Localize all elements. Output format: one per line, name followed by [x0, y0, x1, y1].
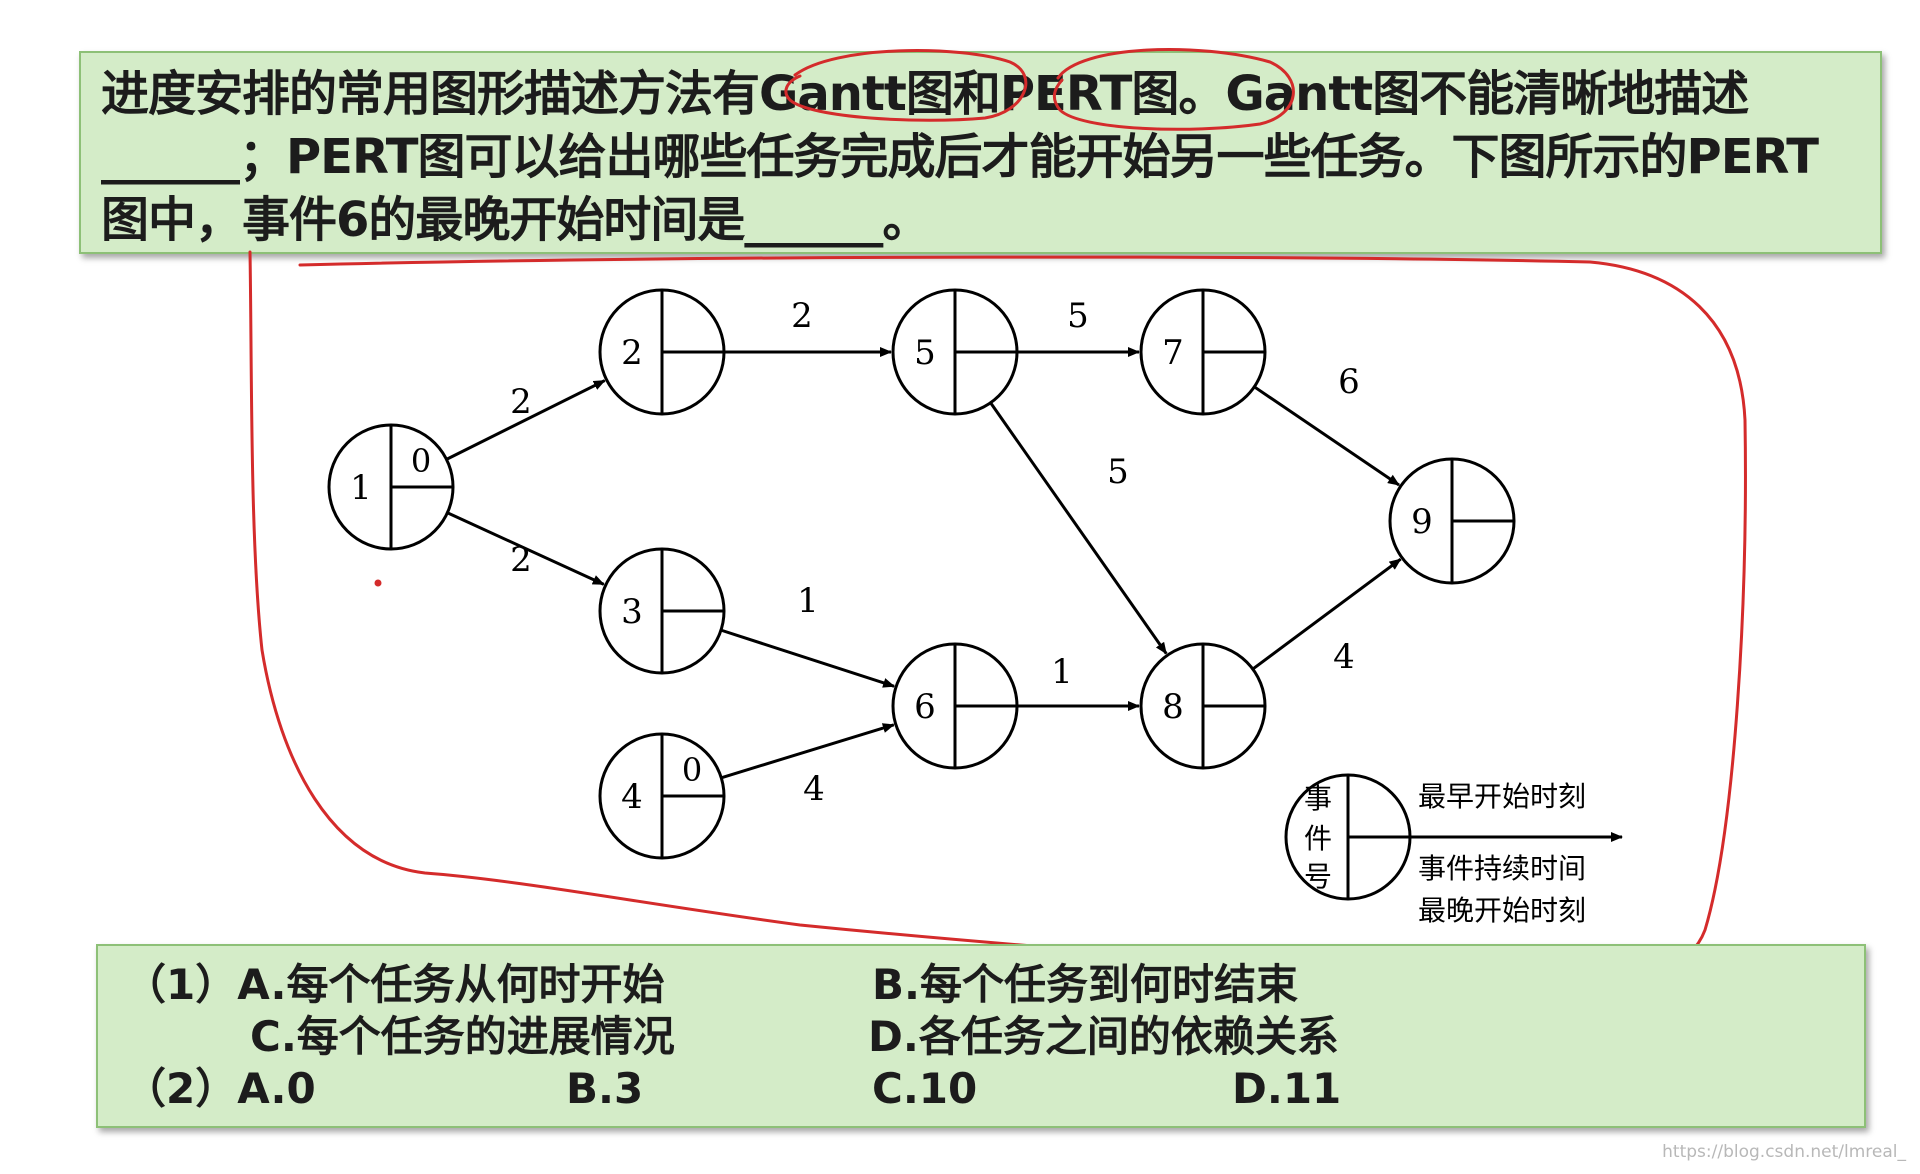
edge-label-5-7: 5 [1067, 296, 1089, 336]
edge-label-1-2: 2 [510, 382, 532, 422]
watermark: https://blog.csdn.net/lmreal_ [1662, 1142, 1906, 1162]
node-9: 9 [1388, 457, 1516, 585]
edges-layer: 2 2 2 1 4 5 5 1 6 4 [445, 296, 1402, 809]
legend-earliest-label: 最早开始时刻 [1418, 780, 1586, 813]
edge-label-5-8: 5 [1107, 452, 1129, 492]
edge-5-8 [989, 401, 1168, 655]
legend-latest-label: 最晚开始时刻 [1418, 894, 1586, 927]
node-label-3: 3 [621, 592, 643, 632]
edge-1-2 [445, 379, 606, 461]
legend-node-char-2: 件 [1304, 822, 1332, 855]
node-label-6: 6 [914, 687, 936, 727]
node-2: 2 [598, 288, 726, 416]
edge-label-2-5: 2 [791, 296, 813, 336]
legend-duration-label: 事件持续时间 [1418, 852, 1586, 885]
annotation-dot [374, 579, 382, 587]
q2-option-a: （2）A.0 [124, 1064, 316, 1113]
q1-option-a: （1）A.每个任务从何时开始 [124, 960, 665, 1009]
options-box: （1）A.每个任务从何时开始 B.每个任务到何时结束 C.每个任务的进展情况 D… [96, 944, 1866, 1128]
q1-option-d: D.各任务之间的依赖关系 [868, 1012, 1339, 1061]
q1-option-b: B.每个任务到何时结束 [872, 960, 1298, 1009]
q2-option-b: B.3 [566, 1064, 644, 1113]
node-top-value-1: 0 [411, 442, 431, 480]
q2-option-d: D.11 [1232, 1064, 1342, 1113]
edge-1-3 [446, 511, 605, 586]
annotation-circle-gantt [784, 49, 1028, 122]
edge-label-4-6: 4 [803, 769, 825, 809]
edge-4-6 [720, 723, 895, 780]
question-box: 进度安排的常用图形描述方法有Gantt图和PERT图。Gantt图不能清晰地描述… [79, 51, 1882, 254]
node-label-2: 2 [621, 333, 643, 373]
node-label-8: 8 [1162, 687, 1184, 727]
node-5: 5 [891, 288, 1019, 416]
legend-node-char-1: 事 [1304, 782, 1332, 815]
edge-7-9 [1253, 385, 1400, 487]
edge-label-7-9: 6 [1338, 362, 1360, 402]
node-1: 10 [327, 423, 455, 551]
edge-label-3-6: 1 [797, 581, 819, 621]
edge-3-6 [720, 628, 896, 688]
node-7: 7 [1139, 288, 1267, 416]
node-3: 3 [598, 547, 726, 675]
question-text: 进度安排的常用图形描述方法有Gantt图和PERT图。Gantt图不能清晰地描述… [101, 66, 1819, 248]
legend-node-char-3: 号 [1304, 860, 1332, 893]
q2-option-c: C.10 [872, 1064, 978, 1113]
annotation-circle-pert [1052, 48, 1295, 131]
node-4: 40 [598, 732, 726, 860]
node-top-value-4: 0 [682, 751, 702, 789]
node-label-1: 1 [350, 468, 372, 508]
edge-label-6-8: 1 [1051, 652, 1073, 692]
node-label-9: 9 [1411, 502, 1433, 542]
edge-label-8-9: 4 [1333, 637, 1355, 677]
legend: 事 件 号 最早开始时刻 事件持续时间 最晚开始时刻 [1284, 773, 1623, 927]
node-label-4: 4 [621, 777, 643, 817]
edge-8-9 [1251, 557, 1402, 671]
node-8: 8 [1139, 642, 1267, 770]
node-6: 6 [891, 642, 1019, 770]
q1-option-c: C.每个任务的进展情况 [250, 1012, 675, 1061]
node-label-7: 7 [1162, 333, 1184, 373]
edge-label-1-3: 2 [510, 540, 532, 580]
node-label-5: 5 [914, 333, 936, 373]
